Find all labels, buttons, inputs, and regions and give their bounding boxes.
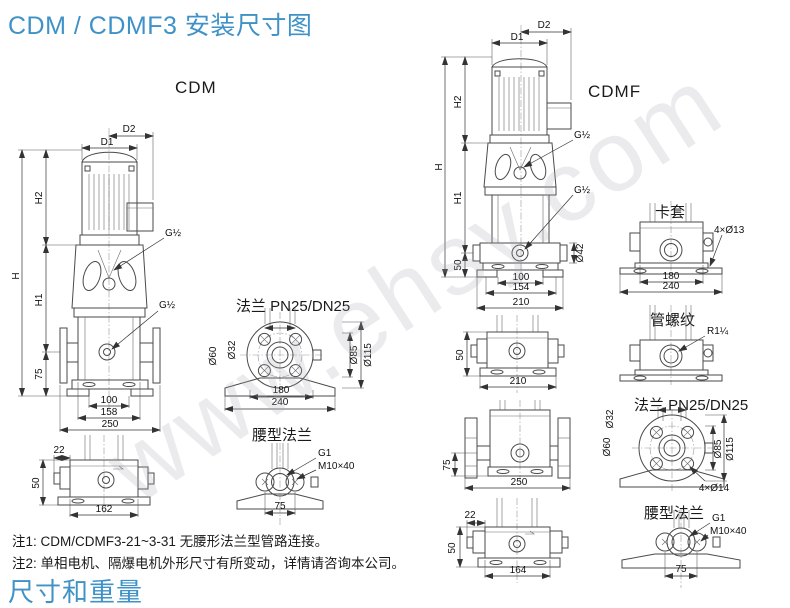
cdmf-clamp-dim-50: 50 [455, 349, 466, 361]
flange-left-240: 240 [272, 397, 289, 408]
flange-right-o85: Ø85 [713, 439, 724, 458]
waist-right-75: 75 [675, 564, 687, 575]
cdmf-coupling [483, 142, 557, 188]
flange-right-o32: Ø32 [605, 409, 616, 428]
cdm-coupling [71, 244, 148, 309]
cdmf-dim-o42: Ø42 [575, 243, 586, 262]
cdm-dim-d2: D2 [123, 124, 136, 135]
flange-right-o60: Ø60 [602, 437, 613, 456]
cdmf-port-top-label: G½ [574, 130, 591, 141]
page-title: CDM / CDMF3 安装尺寸图 [8, 12, 313, 40]
cdmf-dim-100: 100 [513, 272, 530, 283]
flange-left-title: 法兰 PN25/DN25 [236, 298, 351, 315]
cdm-base-variant-drawing: 22 50 162 [31, 435, 155, 518]
flange-left-o32: Ø32 [227, 340, 238, 359]
waist-left-title: 腰型法兰 [252, 427, 313, 444]
cdm-pump-body [59, 307, 161, 384]
cdm-dim-100: 100 [101, 395, 118, 406]
cdmf-dim-h1: H1 [453, 191, 464, 204]
cdmf-flange-variant-body [464, 409, 571, 479]
waist-left-thread: G1 [318, 448, 332, 459]
cdmf-base [476, 262, 564, 278]
cdmf-flange-dim-250: 250 [511, 477, 528, 488]
clamp-sleeve-title: 卡套 [655, 204, 686, 221]
flange-left-o60: Ø60 [208, 346, 219, 365]
waist-right-thread: G1 [712, 513, 726, 524]
cdmf-waist-variant-drawing: 22 50 164 [447, 498, 569, 583]
clamp-sleeve-180: 180 [663, 271, 680, 282]
clamp-sleeve-body [619, 221, 723, 275]
cdmf-clamp-variant-body [470, 331, 565, 377]
cdmf-clamp-dim-210: 210 [510, 376, 527, 387]
flange-right-holes: 4×Ø14 [699, 483, 730, 494]
flange-right-drawing: Ø32 Ø60 Ø85 Ø115 4×Ø14 [602, 407, 736, 494]
waist-left-drawing: G1 M10×40 75 [236, 443, 355, 525]
flange-left-o115: Ø115 [363, 343, 374, 367]
flange-left-o85: Ø85 [349, 345, 360, 364]
cdm-dim-h: H [11, 272, 22, 279]
cdmf-flange-variant-drawing: 75 250 [442, 400, 571, 491]
cdm-variant-dim-22: 22 [53, 445, 65, 456]
cdm-variant-dim-50: 50 [31, 477, 42, 489]
pipe-thread-size: R1¼ [707, 325, 729, 337]
waist-right-drawing: G1 M10×40 75 [621, 510, 747, 588]
cdmf-dim-d2: D2 [538, 20, 551, 31]
clamp-sleeve-holes: 4×Ø13 [714, 225, 745, 236]
cdmf-dim-50: 50 [453, 259, 464, 271]
waist-left-75: 75 [274, 501, 286, 512]
pipe-thread-title: 管螺纹 [650, 312, 696, 329]
note-1: 注1: CDM/CDMF3-21~3-31 无腰形法兰型管路连接。 [12, 534, 329, 549]
cdmf-flange-dim-75: 75 [442, 459, 453, 471]
cdm-label: CDM [175, 78, 217, 97]
cdm-dim-h2: H2 [34, 191, 45, 204]
cdm-dim-d1: D1 [101, 137, 114, 148]
flange-left-180: 180 [273, 385, 290, 396]
waist-right-bolt: M10×40 [710, 526, 747, 537]
cdm-motor [79, 151, 154, 246]
cdmf-waist-dim-164: 164 [510, 565, 527, 576]
cdmf-label: CDMF [588, 82, 642, 101]
cdm-port-top-label: G½ [165, 228, 182, 239]
note-2: 注2: 单相电机、隔爆电机外形尺寸有所变动，详情请咨询本公司。 [12, 556, 406, 571]
cdm-dim-75: 75 [34, 368, 45, 380]
cdmf-dim-210: 210 [513, 297, 530, 308]
cdm-variant-body [53, 459, 155, 506]
cdmf-dim-d1: D1 [511, 32, 524, 43]
section-title: 尺寸和重量 [8, 577, 144, 607]
waist-left-bolt: M10×40 [318, 461, 355, 472]
cdm-port-side-label: G½ [159, 300, 176, 311]
cdmf-dim-154: 154 [513, 282, 530, 293]
cdmf-waist-dim-22: 22 [464, 510, 476, 521]
cdmf-waist-dim-50: 50 [447, 542, 458, 554]
flange-right-o115: Ø115 [725, 437, 736, 461]
cdmf-motor [489, 58, 572, 144]
cdmf-waist-variant-body [466, 526, 569, 568]
cdmf-pump-body [472, 186, 568, 264]
cdmf-port-side-label: G½ [574, 185, 591, 196]
cdm-dim-250: 250 [102, 419, 119, 430]
pipe-thread-drawing: R1¼ [619, 305, 729, 385]
cdm-dim-h1: H1 [34, 293, 45, 306]
cdmf-clamp-variant-drawing: 50 210 [455, 315, 565, 393]
cdm-dim-158: 158 [101, 407, 118, 418]
clamp-sleeve-240: 240 [663, 281, 680, 292]
waist-right-flange [621, 527, 741, 569]
cdmf-dim-h: H [434, 163, 445, 170]
cdmf-dim-h2: H2 [453, 95, 464, 108]
clamp-sleeve-drawing: 4×Ø13 180 240 [619, 201, 745, 295]
cdmf-front-view-drawing: D2 D1 H H2 H1 50 Ø42 G½ G½ 100 154 210 [434, 20, 591, 311]
cdm-variant-dim-162: 162 [96, 504, 113, 515]
pipe-thread-body [619, 339, 723, 382]
flange-left-drawing: Ø32 Ø60 Ø85 Ø115 180 240 [208, 308, 374, 412]
cdm-front-view-drawing: D2 D1 H H2 H1 75 G½ G½ 100 158 250 [11, 124, 182, 433]
